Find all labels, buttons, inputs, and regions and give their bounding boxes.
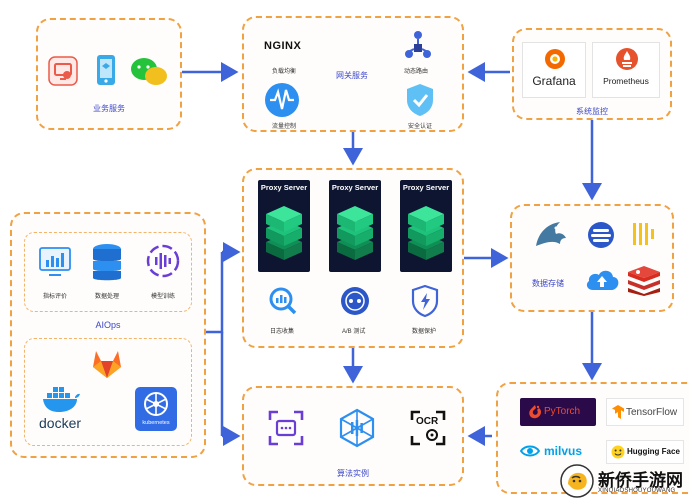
aiops-box: 指标评价 数据处理 模型训练 AIOps docker	[10, 212, 206, 458]
data-protect-shield-icon	[411, 284, 439, 318]
routing-icon	[405, 31, 431, 58]
rate-limit-label: 流量控制	[272, 124, 297, 130]
dynamic-routing-label: 动态路由	[404, 69, 429, 75]
ab-test-icon	[341, 287, 369, 315]
watermark-logo-icon	[560, 464, 594, 498]
docker-text: docker	[39, 415, 82, 431]
grafana-text: Grafana	[532, 74, 576, 88]
huggingface-text: Hugging Face	[627, 447, 680, 456]
monitoring-label: 系统监控	[576, 107, 608, 116]
prometheus-card: Prometheus	[592, 42, 660, 98]
proxy-server-title: Proxy Server	[260, 183, 308, 192]
algorithm-label: 算法实例	[337, 469, 369, 478]
database-icon	[93, 244, 121, 281]
cloud-upload-icon	[586, 270, 619, 290]
tensorflow-icon	[612, 405, 624, 419]
grafana-card: Grafana	[522, 42, 586, 98]
kubernetes-icon	[144, 392, 168, 416]
edge-aiops-bracket	[206, 252, 224, 334]
redis-icon	[628, 266, 660, 296]
grafana-icon	[545, 49, 565, 69]
metric-eval-label: 指标评价	[43, 294, 68, 300]
log-search-icon	[269, 287, 297, 315]
clickhouse-icon	[633, 223, 654, 245]
proxy-server-1: Proxy Server	[258, 180, 310, 272]
neural-network-icon	[339, 408, 375, 448]
kubernetes-text: kubernetes	[142, 420, 170, 426]
server-stack-icon	[266, 206, 302, 260]
watermark: 新侨手游网 XINQIAOSHOUYOUWANG	[560, 462, 696, 500]
gitlab-icon	[93, 351, 121, 378]
prometheus-text: Prometheus	[603, 76, 649, 86]
aiops-infra-box: docker kubernetes	[24, 338, 192, 446]
storage-box: 数据存储	[510, 204, 674, 312]
model-train-label: 模型训练	[151, 294, 176, 300]
data-protect-label: 数据保护	[412, 329, 437, 335]
storage-label: 数据存储	[532, 279, 564, 288]
gateway-label: 网关服务	[336, 71, 368, 80]
proxy-server-2: Proxy Server	[329, 180, 381, 272]
ab-test-label: A/B 测试	[342, 329, 366, 335]
ocr-frame-icon	[410, 410, 446, 446]
algorithm-box: OCR 算法实例	[242, 386, 464, 486]
business-services-label: 业务服务	[93, 104, 125, 113]
tensorflow-text: TensorFlow	[626, 407, 678, 418]
docker-icon	[43, 387, 80, 412]
scan-frame-icon	[268, 410, 304, 446]
nginx-logo: NGINX	[264, 40, 302, 52]
milvus-icon	[520, 445, 540, 457]
security-shield-icon	[407, 84, 433, 116]
pytorch-text: PyTorch	[544, 406, 581, 417]
pytorch-icon	[529, 405, 541, 419]
aiops-tools-box: 指标评价 数据处理 模型训练	[24, 232, 192, 312]
proxy-server-title: Proxy Server	[331, 183, 379, 192]
watermark-subtitle: XINQIAOSHOUYOUWANG	[598, 488, 676, 494]
pytorch-card: PyTorch	[520, 398, 596, 426]
ocr-text: OCR	[416, 416, 439, 427]
hugging-face-icon	[611, 445, 625, 459]
mobile-app-icon	[97, 55, 115, 85]
proxy-server-title: Proxy Server	[402, 183, 450, 192]
traffic-control-icon	[265, 83, 299, 117]
gateway-box: NGINX 负载均衡 动态路由 网关服务 流量控制 安全认证	[242, 16, 464, 132]
huggingface-card: Hugging Face	[606, 440, 684, 464]
milvus-text: milvus	[544, 444, 583, 458]
model-train-icon	[146, 244, 180, 278]
proxy-box: Proxy Server Proxy Server Proxy Server 日…	[242, 168, 464, 348]
watermark-title: 新侨手游网	[598, 471, 683, 490]
kubernetes-card: kubernetes	[135, 387, 177, 431]
server-stack-icon	[337, 206, 373, 260]
frameworks-box: PyTorch TensorFlow milvus Hugging Face	[496, 382, 690, 494]
data-process-label: 数据处理	[95, 294, 120, 300]
elastic-icon	[588, 222, 614, 248]
log-collect-label: 日志收集	[270, 329, 295, 335]
prometheus-icon	[616, 48, 638, 70]
wechat-icon	[131, 58, 167, 85]
load-balance-label: 负载均衡	[272, 69, 297, 75]
business-services-box: 业务服务	[36, 18, 182, 130]
server-stack-icon	[408, 206, 444, 260]
security-auth-label: 安全认证	[408, 124, 433, 130]
metric-chart-icon	[39, 247, 71, 276]
aiops-label: AIOps	[95, 320, 121, 330]
mysql-icon	[536, 222, 566, 246]
tensorflow-card: TensorFlow	[606, 398, 684, 426]
proxy-server-3: Proxy Server	[400, 180, 452, 272]
monitoring-box: Grafana Prometheus 系统监控	[512, 28, 672, 120]
ocr-icon: OCR	[410, 410, 446, 446]
monitor-app-icon	[48, 56, 78, 86]
